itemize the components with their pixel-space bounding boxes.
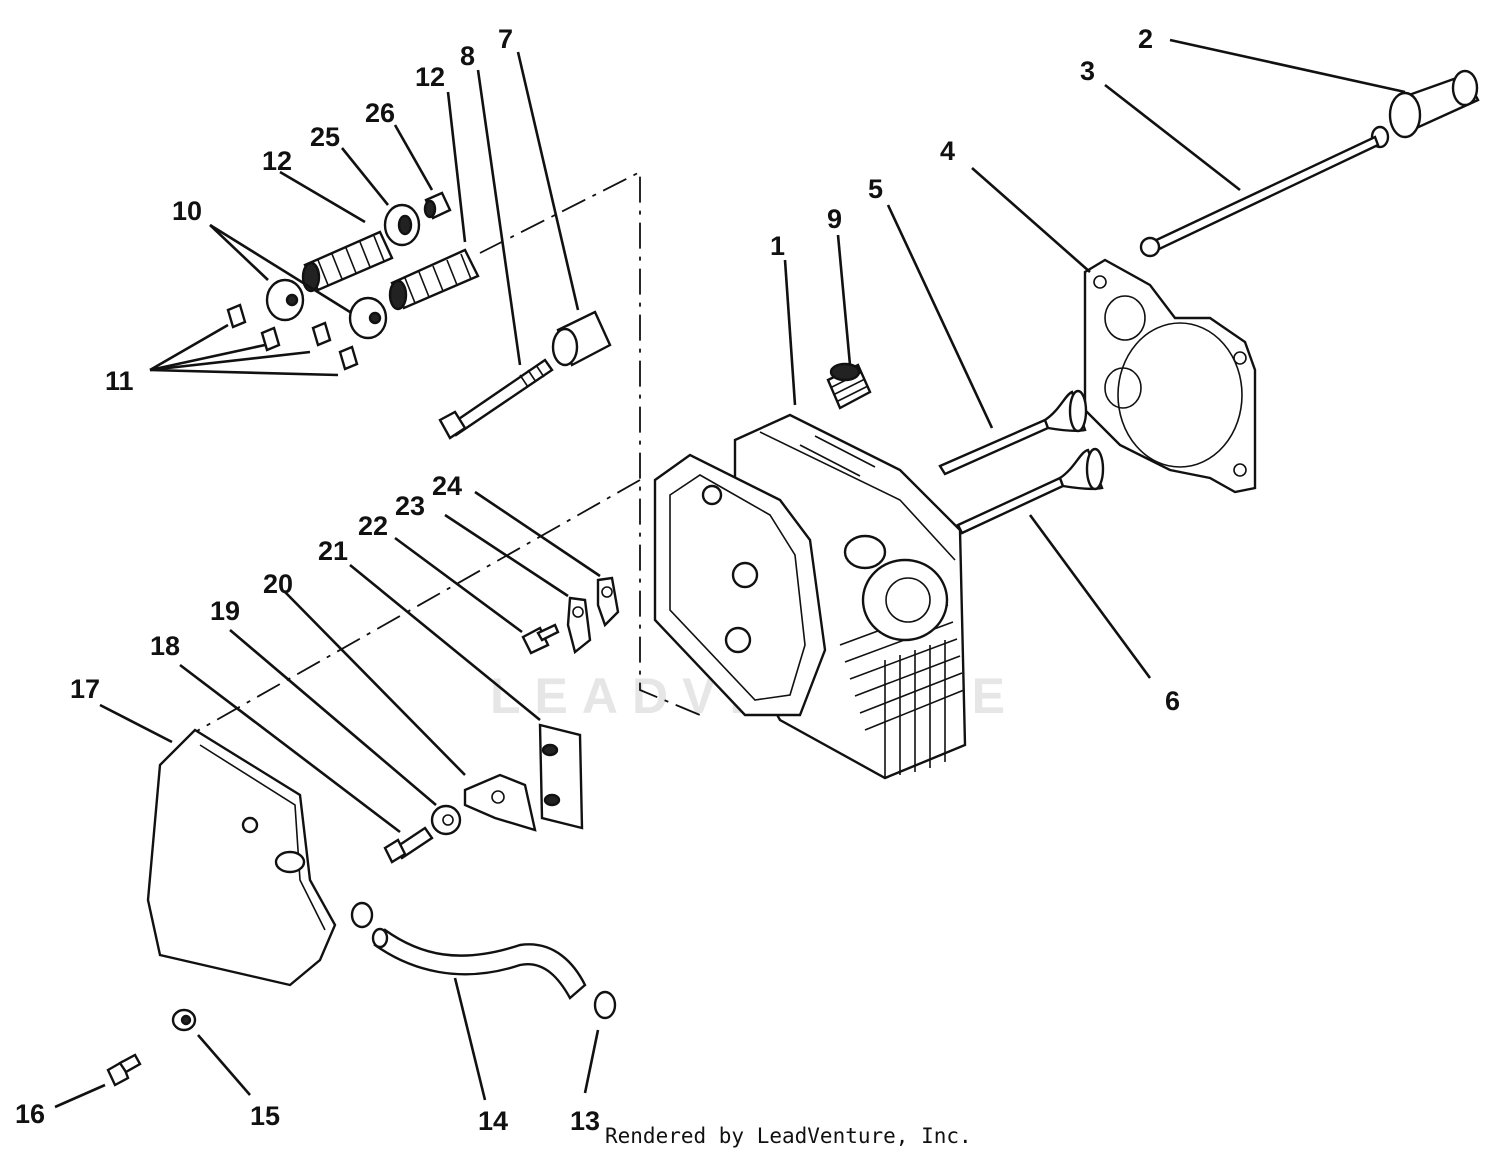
callout-25: 25 [310, 122, 340, 152]
callout-3: 3 [1080, 56, 1095, 86]
bracket-screw [521, 623, 560, 655]
valve-tappet [1370, 69, 1480, 149]
valve-cap [383, 203, 421, 247]
callout-24: 24 [432, 471, 462, 501]
valve-spring-right [388, 248, 480, 311]
callout-7: 7 [498, 24, 513, 54]
exhaust-valve [956, 447, 1105, 535]
callout-26: 26 [365, 98, 395, 128]
push-rod-guide [551, 310, 612, 367]
breather-plug [826, 362, 872, 410]
callout-19: 19 [210, 596, 240, 626]
breather-plate [538, 723, 584, 830]
callout-20: 20 [263, 569, 293, 599]
push-rod [1139, 135, 1380, 258]
valve-seal [423, 191, 452, 220]
callout-2: 2 [1138, 24, 1153, 54]
callout-6: 6 [1165, 686, 1180, 716]
callout-14: 14 [478, 1106, 508, 1136]
callout-8: 8 [460, 41, 475, 71]
head-gasket [1083, 258, 1257, 494]
callout-18: 18 [150, 631, 180, 661]
callout-9: 9 [827, 204, 842, 234]
leader-lines [54, 38, 1406, 1109]
intake-valve [938, 389, 1088, 476]
callout-17: 17 [70, 674, 100, 704]
callout-13: 13 [570, 1106, 600, 1136]
cylinder-head [653, 413, 967, 780]
hose-clamp-lower [593, 990, 617, 1020]
callout-12-left: 12 [262, 146, 292, 176]
callout-22: 22 [358, 511, 388, 541]
callout-16: 16 [15, 1099, 45, 1129]
rocker-bracket-24 [596, 576, 620, 628]
spring-retainer-left [265, 278, 305, 322]
valve-keepers [226, 303, 359, 371]
callout-11: 11 [105, 366, 134, 396]
callout-5: 5 [868, 174, 883, 204]
cover-screw [106, 1053, 142, 1087]
callout-10: 10 [172, 196, 202, 226]
breather-hose [371, 927, 587, 1000]
callout-labels: 1 2 3 4 5 6 7 8 9 10 11 12 12 13 14 15 1… [15, 24, 1180, 1136]
callout-23: 23 [395, 491, 425, 521]
rocker-washer [430, 804, 462, 836]
rocker-stud [438, 358, 554, 440]
callout-12-right: 12 [415, 62, 445, 92]
rocker-arm [463, 773, 537, 832]
valve-cover [146, 728, 337, 987]
assembly-centerlines [189, 170, 701, 736]
callout-21: 21 [318, 536, 348, 566]
callout-4: 4 [940, 136, 955, 166]
callout-1: 1 [770, 231, 785, 261]
valve-spring-left [301, 230, 394, 293]
render-credit: Rendered by LeadVenture, Inc. [605, 1124, 972, 1148]
spring-retainer-right [348, 296, 388, 340]
cover-seal-washer [171, 1008, 197, 1032]
callout-15: 15 [250, 1101, 280, 1131]
hose-clamp-upper [350, 901, 374, 929]
rocker-bracket-23 [566, 596, 592, 655]
rocker-arm-bolt [383, 826, 434, 864]
